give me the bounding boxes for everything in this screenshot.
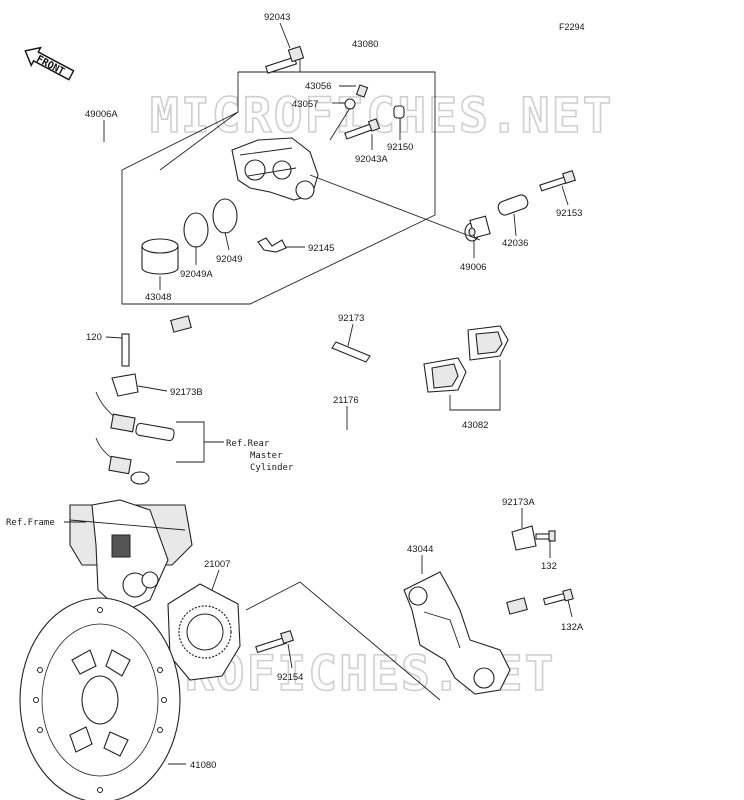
- figure-code: F2294: [559, 22, 585, 32]
- bleeder-valve-icon: [329, 84, 369, 141]
- label-92043: 92043: [264, 12, 290, 23]
- label-43080: 43080: [352, 39, 378, 50]
- ref-rear-master-line1: Ref.Rear: [226, 439, 270, 449]
- ref-rear-master-line3: Cylinder: [250, 463, 294, 473]
- rear-master-cylinder-hoses-icon: [95, 391, 175, 485]
- cap-92150-icon: [393, 105, 405, 119]
- leader-lines: [64, 22, 573, 765]
- label-92049: 92049: [216, 254, 242, 265]
- label-42036: 42036: [502, 238, 528, 249]
- bolt-132-icon: [535, 530, 556, 542]
- piston-43048-icon: [141, 238, 179, 275]
- label-92145: 92145: [308, 243, 334, 254]
- bolt-92154-icon: [255, 630, 294, 654]
- brake-disc-41080-icon: [19, 597, 181, 800]
- label-43048: 43048: [145, 292, 171, 303]
- boot-49006-icon: [464, 215, 491, 242]
- label-92154: 92154: [277, 672, 303, 683]
- front-arrow-icon: FRONT: [24, 46, 75, 81]
- watermark-top: MICROFICHES.NET: [150, 88, 613, 144]
- label-92043A: 92043A: [355, 154, 388, 165]
- label-132: 132: [541, 561, 557, 572]
- pin-92043A-icon: [344, 118, 381, 140]
- label-43056: 43056: [305, 81, 331, 92]
- label-41080: 41080: [190, 760, 216, 771]
- seal-92049A-icon: [183, 212, 209, 248]
- label-92173B: 92173B: [170, 387, 203, 398]
- label-21007: 21007: [204, 559, 230, 570]
- label-43082: 43082: [462, 420, 488, 431]
- bolt-92043-icon: [265, 45, 305, 74]
- label-92049A: 92049A: [180, 269, 213, 280]
- label-92173: 92173: [338, 313, 364, 324]
- label-92173A: 92173A: [502, 497, 535, 508]
- clip-92173A-icon: [511, 525, 537, 551]
- ref-frame: Ref.Frame: [6, 518, 55, 528]
- label-92153: 92153: [556, 208, 582, 219]
- seal-92049-icon: [212, 198, 238, 234]
- sleeve-42036-icon: [497, 194, 529, 216]
- bolt-92153-icon: [539, 170, 576, 192]
- pin-92173-icon: [331, 341, 371, 363]
- front-label: FRONT: [34, 54, 66, 78]
- label-92150: 92150: [387, 142, 413, 153]
- brake-pads-icon: [423, 325, 509, 393]
- hose-fitting-top-icon: [170, 315, 192, 333]
- frame-section-icon: [69, 499, 193, 613]
- caliper-body-icon: [231, 137, 319, 201]
- abs-rotor-21007-icon: [167, 583, 241, 681]
- spring-92145-icon: [257, 237, 287, 253]
- label-49006: 49006: [460, 262, 486, 273]
- label-43057: 43057: [292, 99, 318, 110]
- caliper-bracket-43044-icon: [403, 571, 511, 695]
- label-49006A: 49006A: [85, 109, 118, 120]
- label-21176: 21176: [333, 395, 359, 406]
- label-120: 120: [86, 332, 102, 343]
- bolt-120-icon: [121, 333, 130, 367]
- bolt-132A-icon: [542, 588, 574, 606]
- clamp-92173B-icon: [111, 373, 139, 397]
- caliper-assembly-outline: [121, 58, 436, 305]
- label-43044: 43044: [407, 544, 433, 555]
- hose-fitting-bottom-icon: [506, 597, 528, 615]
- label-132A: 132A: [561, 622, 584, 633]
- ref-rear-master-line2: Master: [250, 451, 283, 461]
- brake-hose-icon: [189, 323, 516, 601]
